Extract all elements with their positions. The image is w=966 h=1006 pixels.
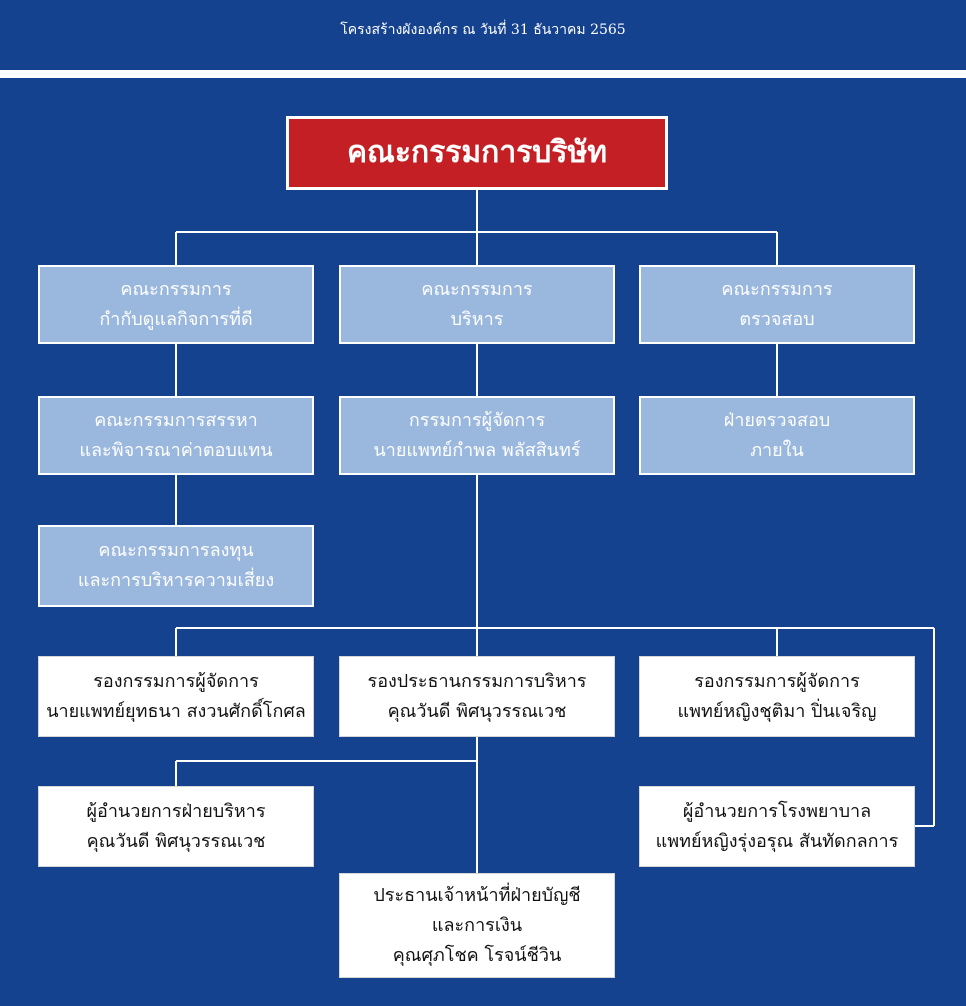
box-line-1: ผู้อำนวยการฝ่ายบริหาร	[86, 800, 266, 822]
box-line-1: คณะกรรมการ	[421, 278, 533, 300]
deputy-managing-director-2-box: รองกรรมการผู้จัดการ แพทย์หญิงชุติมา ปิ่น…	[639, 656, 915, 737]
box-line-2: และพิจารณาค่าตอบแทน	[79, 439, 273, 461]
box-line-1: รองประธานกรรมการบริหาร	[367, 670, 587, 692]
box-line-2: นายแพทย์ยุทธนา สงวนศักดิ์โกศล	[46, 700, 306, 722]
connector-lines	[175, 190, 935, 873]
administration-director-box: ผู้อำนวยการฝ่ายบริหาร คุณวันดี พิศนุวรรณ…	[38, 786, 314, 867]
box-line-1: คณะกรรมการ	[120, 278, 232, 300]
managing-director-box: กรรมการผู้จัดการ นายแพทย์กำพล พลัสสินทร์	[339, 396, 615, 475]
board-label: คณะกรรมการบริษัท	[346, 135, 607, 170]
executive-committee-box: คณะกรรมการ บริหาร	[339, 265, 615, 344]
box-line-1: ฝ่ายตรวจสอบ	[723, 409, 831, 431]
box-line-2: ตรวจสอบ	[739, 308, 815, 330]
box-line-2: นายแพทย์กำพล พลัสสินทร์	[373, 439, 581, 461]
box-line-3: คุณศุภโชค โรจน์ชีวิน	[392, 944, 562, 966]
governance-committee-box: คณะกรรมการ กำกับดูแลกิจการที่ดี	[38, 265, 314, 344]
box-line-1: คณะกรรมการลงทุน	[98, 540, 254, 561]
cfo-box: ประธานเจ้าหน้าที่ฝ่ายบัญชี และการเงิน คุ…	[339, 873, 615, 978]
box-line-1: ประธานเจ้าหน้าที่ฝ่ายบัญชี	[373, 884, 581, 906]
box-line-1: รองกรรมการผู้จัดการ	[93, 670, 259, 692]
box-line-1: ผู้อำนวยการโรงพยาบาล	[682, 800, 872, 822]
header-bar: โครงสร้างผังองค์กร ณ วันที่ 31 ธันวาคม 2…	[0, 0, 966, 70]
box-line-2: แพทย์หญิงรุ่งอรุณ สันทัดกลการ	[655, 830, 899, 852]
hospital-director-box: ผู้อำนวยการโรงพยาบาล แพทย์หญิงรุ่งอรุณ ส…	[639, 786, 915, 867]
box-line-1: คณะกรรมการสรรหา	[94, 409, 258, 431]
box-line-2: คุณวันดี พิศนุวรรณเวช	[387, 700, 567, 722]
vice-chairman-executive-box: รองประธานกรรมการบริหาร คุณวันดี พิศนุวรร…	[339, 656, 615, 737]
deputy-managing-director-1-box: รองกรรมการผู้จัดการ นายแพทย์ยุทธนา สงวนศ…	[38, 656, 314, 737]
box-line-2: ภายใน	[750, 439, 804, 461]
box-line-2: บริหาร	[450, 308, 504, 330]
internal-audit-box: ฝ่ายตรวจสอบ ภายใน	[639, 396, 915, 475]
investment-risk-committee-box: คณะกรรมการลงทุน และการบริหารความเสี่ยง	[38, 525, 314, 607]
header-title: โครงสร้างผังองค์กร ณ วันที่ 31 ธันวาคม 2…	[340, 22, 626, 38]
audit-committee-box: คณะกรรมการ ตรวจสอบ	[639, 265, 915, 344]
box-line-1: กรรมการผู้จัดการ	[408, 409, 546, 431]
box-line-2: แพทย์หญิงชุติมา ปิ่นเจริญ	[677, 700, 877, 722]
box-line-2: คุณวันดี พิศนุวรรณเวช	[86, 830, 266, 852]
board-of-directors-box: คณะกรรมการบริษัท	[286, 116, 668, 190]
nomination-committee-box: คณะกรรมการสรรหา และพิจารณาค่าตอบแทน	[38, 396, 314, 475]
box-line-2: และการบริหารความเสี่ยง	[77, 570, 275, 591]
box-line-1: รองกรรมการผู้จัดการ	[694, 670, 860, 692]
box-line-2: กำกับดูแลกิจการที่ดี	[99, 308, 253, 330]
box-line-2: และการเงิน	[431, 914, 523, 936]
org-chart: คณะกรรมการบริษัท คณะกรรมการ กำกับดูแลกิจ…	[0, 78, 966, 1006]
box-line-1: คณะกรรมการ	[721, 278, 833, 300]
